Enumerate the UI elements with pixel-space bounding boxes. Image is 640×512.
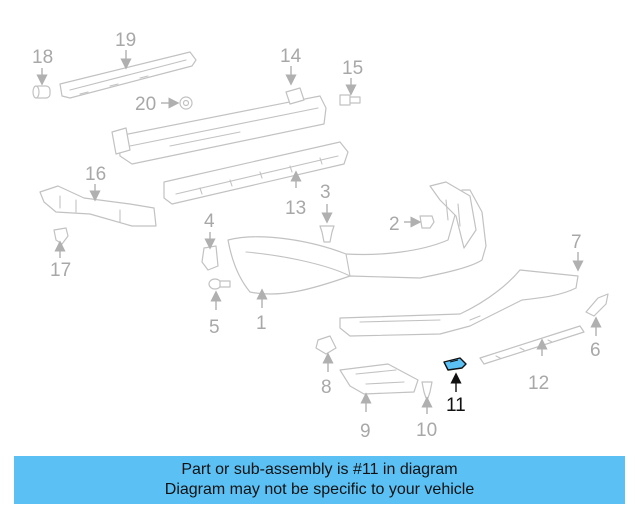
callout-16: 16 [85, 164, 106, 185]
callout-18: 18 [32, 47, 53, 68]
callout-9: 9 [360, 421, 371, 442]
callout-1: 1 [256, 313, 267, 334]
part-18: 18 [32, 47, 53, 99]
part-12: 12 [479, 325, 585, 394]
callout-3: 3 [320, 182, 331, 203]
part-1: 1 [227, 181, 487, 334]
part-15: 15 [339, 58, 363, 106]
callout-7: 7 [571, 232, 582, 253]
part-16: 16 [39, 164, 157, 227]
part-17: 17 [50, 227, 71, 281]
info-banner: Part or sub-assembly is #11 in diagram D… [14, 456, 625, 504]
parts-diagram: 18 19 20 14 15 13 [32, 30, 609, 442]
part-20: 20 [135, 94, 193, 115]
part-3: 3 [319, 182, 335, 243]
callout-19: 19 [115, 30, 136, 51]
part-7: 7 [339, 232, 584, 337]
part-8: 8 [315, 335, 337, 398]
callout-4: 4 [204, 211, 215, 232]
part-6: 6 [585, 293, 609, 361]
callout-8: 8 [321, 377, 332, 398]
callout-15: 15 [342, 58, 363, 79]
banner-line-1: Part or sub-assembly is #11 in diagram [181, 461, 458, 478]
callout-20: 20 [135, 94, 156, 115]
callout-2: 2 [389, 214, 400, 235]
callout-6: 6 [590, 340, 601, 361]
part-19: 19 [59, 30, 197, 99]
callout-5: 5 [209, 317, 220, 338]
part-13: 13 [163, 141, 349, 219]
part-9: 9 [339, 363, 419, 442]
part-5: 5 [208, 278, 231, 338]
part-10: 10 [416, 381, 437, 441]
part-4: 4 [201, 211, 219, 271]
part-11-highlighted[interactable]: 11 [443, 357, 467, 416]
callout-13: 13 [285, 198, 306, 219]
callout-12: 12 [528, 373, 549, 394]
banner-line-2: Diagram may not be specific to your vehi… [164, 481, 475, 498]
callout-10: 10 [416, 420, 437, 441]
callout-14: 14 [280, 46, 302, 67]
part-14: 14 [111, 46, 327, 165]
callout-17: 17 [50, 260, 71, 281]
part-2: 2 [389, 214, 435, 235]
callout-11: 11 [446, 395, 466, 416]
